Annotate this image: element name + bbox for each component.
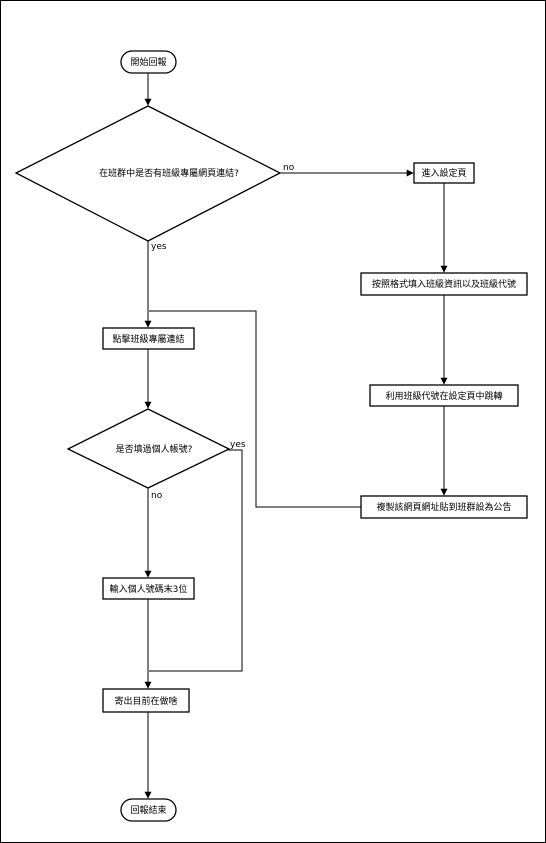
submit-label: 寄出目前在做啥 bbox=[114, 695, 177, 707]
edge-label-filled-no: no bbox=[151, 491, 163, 501]
copy-post-label: 複製該網頁網址貼到班群設為公告 bbox=[376, 501, 511, 513]
fill-info-node: 按照格式填入班級資訊以及班級代號 bbox=[360, 272, 528, 296]
submit-node: 寄出目前在做啥 bbox=[102, 688, 190, 713]
click-link-label: 點擊班級專屬連結 bbox=[112, 333, 184, 345]
start-node: 開始回報 bbox=[120, 50, 177, 74]
start-node-label: 開始回報 bbox=[130, 56, 166, 68]
decision-link-node: 在班群中是否有班級專屬網頁連結? bbox=[14, 105, 282, 242]
edge-label-filled-yes: yes bbox=[230, 440, 246, 450]
decision-filled-label: 是否填過個人帳號? bbox=[116, 443, 193, 455]
fill-info-label: 按照格式填入班級資訊以及班級代號 bbox=[372, 278, 516, 290]
use-code-node: 利用班級代號在設定頁中跳轉 bbox=[369, 384, 519, 407]
edge-copy-to-click-link bbox=[149, 310, 361, 508]
edges bbox=[144, 73, 448, 799]
edge-label-link-yes: yes bbox=[151, 242, 167, 252]
input-id-node: 輸入個人號碼末3位 bbox=[102, 577, 195, 600]
decision-link-label: 在班群中是否有班級專屬網頁連結? bbox=[99, 167, 239, 179]
click-link-node: 點擊班級專屬連結 bbox=[102, 327, 195, 350]
edge-label-link-no: no bbox=[283, 163, 295, 173]
go-settings-node: 進入設定頁 bbox=[413, 162, 475, 184]
end-node: 回報結束 bbox=[120, 798, 177, 822]
use-code-label: 利用班級代號在設定頁中跳轉 bbox=[385, 390, 502, 402]
go-settings-label: 進入設定頁 bbox=[421, 167, 466, 179]
copy-post-node: 複製該網頁網址貼到班群設為公告 bbox=[360, 495, 528, 519]
input-id-label: 輸入個人號碼末3位 bbox=[110, 583, 188, 595]
edge-decision2-yes-to-submit bbox=[149, 449, 243, 672]
decision-filled-node: 是否填過個人帳號? bbox=[66, 408, 231, 489]
end-node-label: 回報結束 bbox=[130, 804, 166, 816]
